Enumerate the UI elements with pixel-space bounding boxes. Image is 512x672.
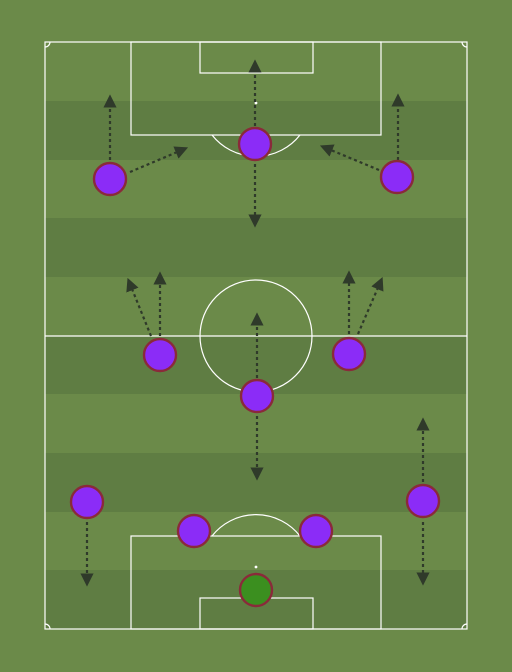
player-defensive-midfielder[interactable] [239,378,275,414]
movement-arrows [80,59,430,587]
player-left-centre-back[interactable] [176,513,212,549]
player-left-midfielder[interactable] [142,337,178,373]
bottom-penalty-arc [211,514,301,537]
player-right-winger[interactable] [379,159,415,195]
corner-arc-bottom-left [44,623,51,630]
player-right-centre-back[interactable] [298,513,334,549]
bottom-penalty-spot [254,565,258,569]
player-right-midfielder[interactable] [331,336,367,372]
corner-arc-bottom-right [461,623,468,630]
top-goal-area [199,41,314,74]
player-left-winger[interactable] [92,161,128,197]
player-forward[interactable] [237,126,273,162]
player-left-back[interactable] [69,484,105,520]
pitch-stripe [45,218,467,277]
top-penalty-spot [254,101,258,105]
players [69,126,441,608]
player-right-back[interactable] [405,483,441,519]
corner-arc-top-left [44,41,51,48]
pitch-stripe [45,453,467,512]
player-goalkeeper[interactable] [238,572,274,608]
corner-arc-top-right [461,41,468,48]
